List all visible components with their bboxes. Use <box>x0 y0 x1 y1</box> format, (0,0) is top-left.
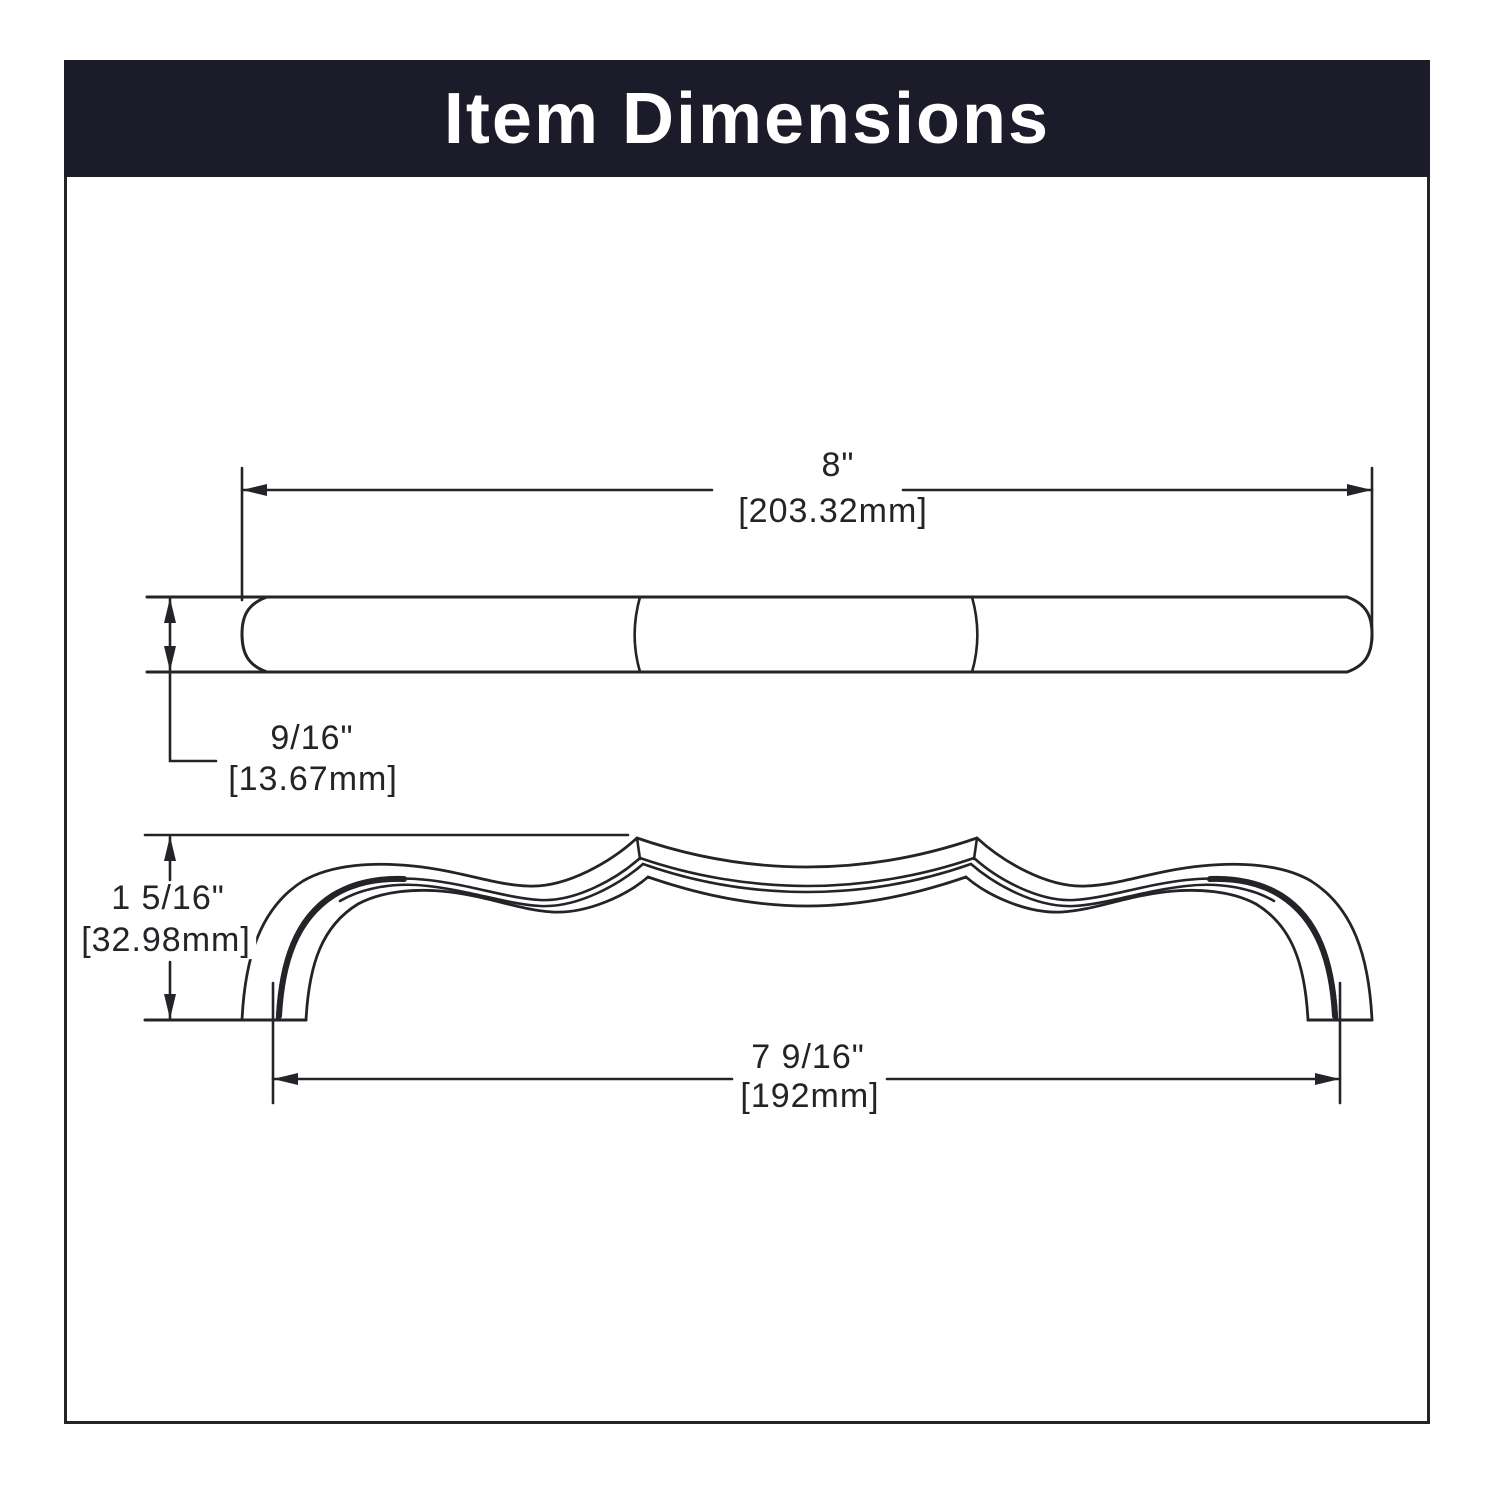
arrowhead-down <box>164 994 176 1019</box>
overall-length-label-inches: 8" <box>816 447 860 484</box>
arrowhead-left <box>242 484 267 496</box>
pill-right-cap <box>1345 595 1374 674</box>
pill-left-cap <box>240 595 269 674</box>
center-to-center-label-mm: [192mm] <box>735 1078 885 1115</box>
handle-ridge-lower <box>338 862 1276 908</box>
thickness-label-inches: 9/16" <box>265 720 359 757</box>
pill-segment-line <box>970 595 979 674</box>
handle-ridge-upper <box>275 856 1339 1022</box>
cusp-ridge-right <box>972 836 979 861</box>
page-title: Item Dimensions <box>443 78 1051 159</box>
projection-label-mm: [32.98mm] <box>76 922 256 959</box>
cusp-ridge-left <box>635 836 642 861</box>
overall-length-label-mm: [203.32mm] <box>733 493 933 530</box>
leader-line-thickness <box>168 670 218 763</box>
arrowhead-right <box>1315 1073 1340 1085</box>
center-to-center-label-inches: 7 9/16" <box>746 1039 870 1076</box>
front-view <box>143 833 1374 1105</box>
arrowhead-up <box>164 598 176 623</box>
handle-inner-edge <box>304 875 1310 1022</box>
handle-outer-edge <box>240 836 1374 1022</box>
arrowhead-right <box>1347 484 1372 496</box>
header-bar: Item Dimensions <box>64 60 1430 177</box>
arrowhead-down <box>164 646 176 671</box>
arrowhead-left <box>273 1073 298 1085</box>
thickness-label-mm: [13.67mm] <box>223 761 403 798</box>
top-view <box>145 466 1374 763</box>
pill-segment-line <box>633 595 642 674</box>
arrowhead-up <box>164 836 176 861</box>
handle-ridge-thick-right <box>1207 875 1338 1019</box>
projection-label-inches: 1 5/16" <box>106 880 230 917</box>
handle-ridge-thick-left <box>276 875 407 1019</box>
